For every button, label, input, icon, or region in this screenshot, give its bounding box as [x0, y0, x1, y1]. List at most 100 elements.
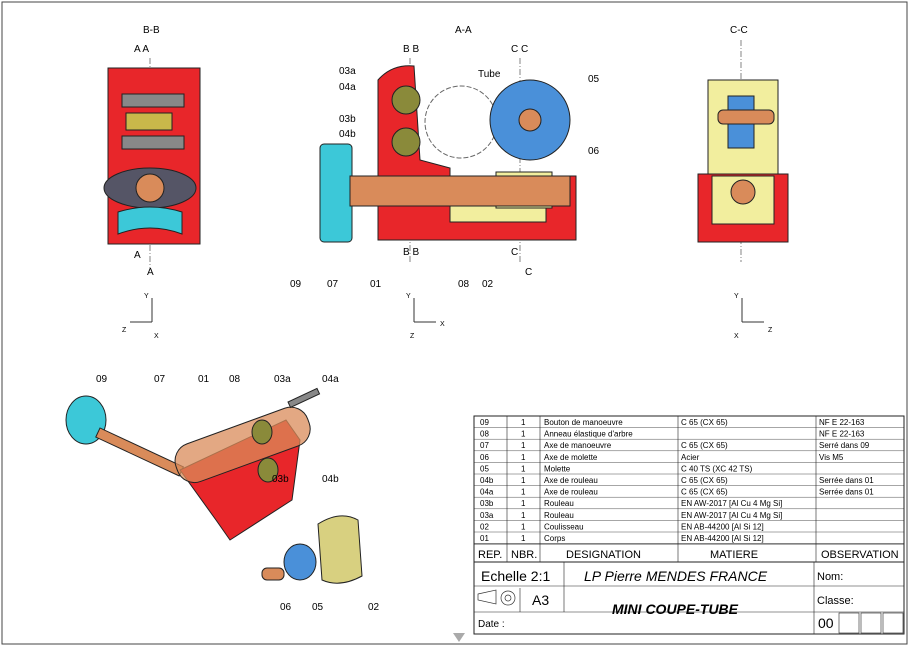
bom-cell-nbr: 1: [521, 430, 526, 439]
bom-cell-des: Anneau élastique d'arbre: [544, 430, 633, 439]
bom-cell-rep: 09: [480, 418, 489, 427]
bom-cell-nbr: 1: [521, 418, 526, 427]
bom-cell-obs: NF E 22-163: [819, 430, 865, 439]
axis-z-3: Z: [768, 327, 773, 334]
axis-y-2: Y: [406, 293, 411, 300]
bom-cell-des: Rouleau: [544, 511, 574, 520]
axis-y-1: Y: [144, 293, 149, 300]
view-aa-title: A-A: [455, 25, 472, 36]
bom-cell-obs: Serrée dans 01: [819, 476, 874, 485]
axis-x-2: X: [440, 321, 445, 328]
bom-cell-rep: 03a: [480, 511, 494, 520]
bom-header-des: DESIGNATION: [566, 549, 641, 561]
tb-title: MINI COUPE-TUBE: [612, 601, 739, 617]
bb-cut-top: A A: [134, 44, 149, 55]
bom-cell-des: Coulisseau: [544, 522, 584, 531]
bom-cell-des: Molette: [544, 464, 571, 473]
tb-school: LP Pierre MENDES FRANCE: [584, 568, 768, 584]
bom-cell-rep: 04a: [480, 488, 494, 497]
bom-table: 09 1 Bouton de manoeuvre C 65 (CX 65) NF E 2…: [473, 415, 905, 563]
bom-cell-rep: 01: [480, 534, 489, 543]
aa-b-top: B B: [403, 44, 419, 55]
callout-06: 06: [588, 146, 600, 157]
callout-07: 07: [327, 279, 339, 290]
exp-callout-03a: 03a: [274, 374, 291, 385]
callout-01: 01: [370, 279, 382, 290]
callout-05: 05: [588, 74, 600, 85]
axis-x-3: X: [734, 333, 739, 340]
axis-z-1: Z: [122, 327, 127, 334]
aa-tube-label: Tube: [478, 69, 501, 80]
aa-c-bot: C: [511, 247, 518, 258]
bom-header-nbr: NBR.: [511, 549, 537, 561]
aa-c-bot2: C: [525, 267, 532, 278]
bom-cell-nbr: 1: [521, 522, 526, 531]
callout-03b: 03b: [339, 114, 356, 125]
bb-cut-bot: A: [134, 250, 141, 261]
projection-symbol-icon: [477, 589, 516, 606]
exp-callout-07: 07: [154, 374, 166, 385]
view-bb-title: B-B: [143, 25, 160, 36]
bom-cell-mat: EN AW-2017 [Al Cu 4 Mg Si]: [681, 499, 782, 508]
axis-x-1: X: [154, 333, 159, 340]
axis-triads: Y Z X Y X Z Y Z X: [122, 293, 773, 340]
bom-cell-nbr: 1: [521, 441, 526, 450]
tb-nom: Nom:: [817, 571, 843, 583]
tb-num: 00: [818, 615, 834, 631]
exp-callout-03b: 03b: [272, 474, 289, 485]
bom-cell-rep: 02: [480, 522, 489, 531]
exp-callout-02: 02: [368, 602, 380, 613]
bom-cell-obs: Serré dans 09: [819, 441, 870, 450]
bom-cell-des: Axe de rouleau: [544, 488, 598, 497]
view-bb: B-B A A A A: [103, 25, 201, 278]
aa-b-bot: B B: [403, 247, 419, 258]
bom-cell-obs: Vis M5: [819, 453, 844, 462]
bom-cell-obs: NF E 22-163: [819, 418, 865, 427]
title-block: Echelle 2:1 LP Pierre MENDES FRANCE Nom:…: [473, 561, 905, 635]
exp-callout-01: 01: [198, 374, 210, 385]
bom-cell-nbr: 1: [521, 511, 526, 520]
bom-cell-des: Axe de rouleau: [544, 476, 598, 485]
exp-callout-09: 09: [96, 374, 108, 385]
bom-cell-mat: C 40 TS (XC 42 TS): [681, 464, 753, 473]
bom-header-mat: MATIERE: [710, 549, 758, 561]
bom-cell-rep: 04b: [480, 476, 494, 485]
bom-cell-des: Axe de molette: [544, 453, 598, 462]
bom-cell-rep: 08: [480, 430, 489, 439]
view-cc: C-C: [697, 25, 789, 262]
tb-date: Date :: [478, 619, 505, 630]
bb-cut-bot2: A: [147, 267, 154, 278]
callout-04a: 04a: [339, 82, 356, 93]
axis-z-2: Z: [410, 333, 415, 340]
exp-callout-05: 05: [312, 602, 324, 613]
callout-08: 08: [458, 279, 470, 290]
tb-classe: Classe:: [817, 595, 854, 607]
exp-callout-04b: 04b: [322, 474, 339, 485]
bom-cell-mat: C 65 (CX 65): [681, 418, 728, 427]
bom-cell-nbr: 1: [521, 534, 526, 543]
exploded-view: 09 07 01 08 03a 04a 03b 04b 06 05 02: [65, 374, 380, 613]
callout-09: 09: [290, 279, 302, 290]
view-cc-title: C-C: [730, 25, 748, 36]
bom-cell-nbr: 1: [521, 464, 526, 473]
exp-callout-06: 06: [280, 602, 292, 613]
bom-frame: [473, 415, 905, 563]
bom-header-obs: OBSERVATION: [821, 549, 899, 561]
tb-format: A3: [532, 592, 549, 608]
bom-cell-mat: EN AB-44200 [Al Si 12]: [681, 534, 764, 543]
axis-y-3: Y: [734, 293, 739, 300]
exp-callout-08: 08: [229, 374, 241, 385]
callout-04b: 04b: [339, 129, 356, 140]
bom-cell-nbr: 1: [521, 488, 526, 497]
bom-cell-mat: C 65 (CX 65): [681, 441, 728, 450]
callout-03a: 03a: [339, 66, 356, 77]
bom-cell-des: Bouton de manoeuvre: [544, 418, 623, 427]
bom-cell-mat: C 65 (CX 65): [681, 476, 728, 485]
callout-02: 02: [482, 279, 494, 290]
exp-callout-04a: 04a: [322, 374, 339, 385]
bom-cell-obs: Serrée dans 01: [819, 488, 874, 497]
bom-cell-mat: C 65 (CX 65): [681, 488, 728, 497]
tb-scale: Echelle 2:1: [481, 568, 550, 584]
bom-cell-mat: EN AB-44200 [Al Si 12]: [681, 522, 764, 531]
bom-cell-nbr: 1: [521, 453, 526, 462]
